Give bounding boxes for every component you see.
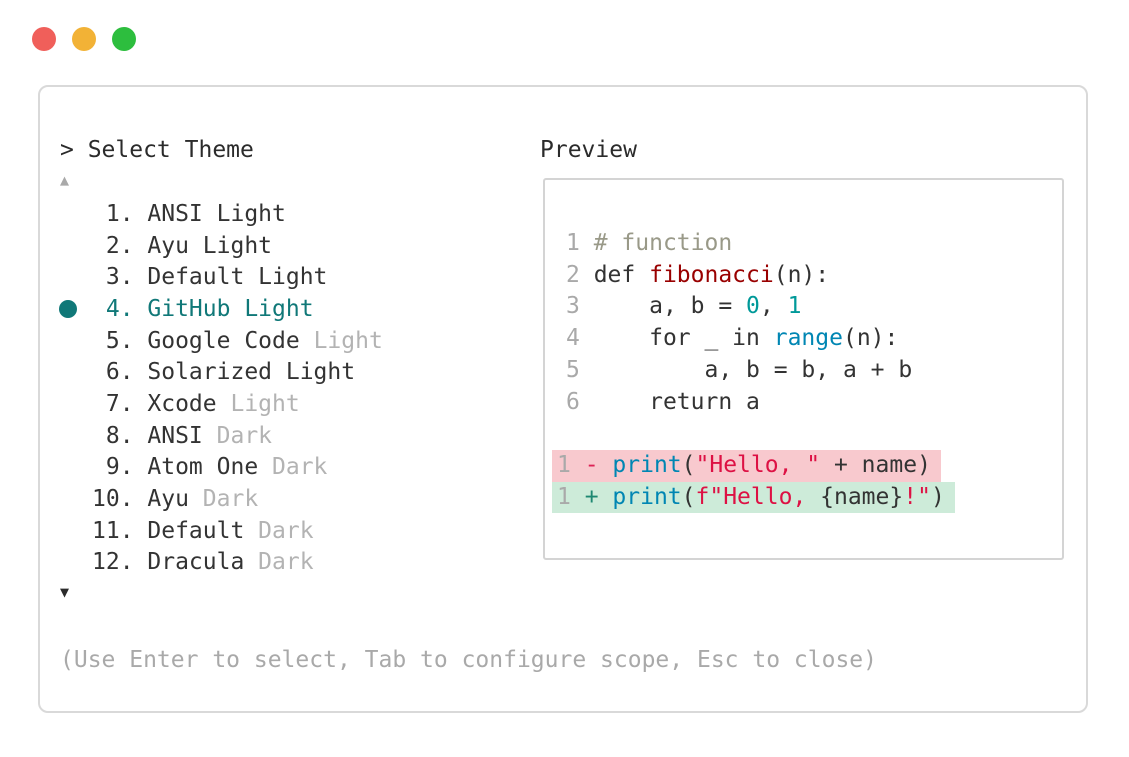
- theme-item-name: Default: [147, 517, 245, 544]
- diff-line-add: 1 + print(f"Hello, {name}!"): [552, 481, 955, 514]
- theme-item-suffix: Dark: [258, 454, 328, 481]
- line-number: 1: [557, 483, 585, 510]
- code-token: 1: [787, 293, 802, 320]
- theme-item-name: Default Light: [147, 264, 328, 291]
- theme-list: 1. ANSI Light 2. Ayu Light 3. Default Li…: [40, 198, 556, 578]
- line-number: 6: [566, 388, 594, 415]
- code-token: ,: [759, 293, 788, 320]
- theme-item-name: ANSI: [147, 422, 203, 449]
- theme-item-number: 4.: [92, 295, 148, 322]
- code-token: 0: [746, 293, 760, 320]
- theme-item-suffix: Dark: [244, 549, 314, 576]
- scroll-up-icon[interactable]: ▲: [60, 171, 70, 189]
- line-number: 5: [566, 356, 594, 383]
- code-token: a, b = b, a + b: [593, 356, 913, 383]
- theme-item-number: 5.: [92, 327, 148, 354]
- theme-list-item[interactable]: 5. Google Code Light: [40, 325, 556, 357]
- diff-line-del: 1 - print("Hello, " + name): [552, 449, 941, 482]
- theme-item-name: Dracula: [147, 549, 245, 576]
- theme-item-name: Atom One: [147, 454, 259, 481]
- theme-item-name: Ayu Light: [147, 232, 273, 259]
- theme-item-suffix: Dark: [244, 517, 314, 544]
- theme-item-number: 10.: [92, 486, 148, 513]
- theme-list-item[interactable]: 2. Ayu Light: [40, 230, 556, 262]
- code-line: 5 a, b = b, a + b: [566, 355, 955, 387]
- theme-item-name: Xcode: [147, 390, 217, 417]
- theme-list-item[interactable]: 10. Ayu Dark: [40, 483, 556, 515]
- preview-label: Preview: [540, 137, 637, 163]
- theme-list-item[interactable]: 3. Default Light: [40, 261, 556, 293]
- code-token: {name}: [820, 483, 904, 510]
- theme-item-number: 8.: [92, 422, 148, 449]
- theme-item-suffix: Light: [216, 390, 300, 417]
- line-number: 4: [566, 325, 594, 352]
- code-token: return a: [593, 388, 760, 415]
- window-controls: [32, 27, 136, 51]
- theme-list-item[interactable]: 7. Xcode Light: [40, 388, 556, 420]
- code-token: (n):: [842, 325, 899, 352]
- theme-item-number: 9.: [92, 454, 148, 481]
- line-number: 3: [566, 293, 594, 320]
- scroll-down-icon[interactable]: ▼: [60, 583, 70, 601]
- code-line: 6 return a: [566, 387, 955, 419]
- diff-sign-icon: -: [584, 451, 613, 478]
- theme-list-item[interactable]: 9. Atom One Dark: [40, 452, 556, 484]
- minimize-button[interactable]: [72, 27, 96, 51]
- theme-list-item[interactable]: 4. GitHub Light: [40, 293, 556, 325]
- theme-item-number: 3.: [92, 264, 148, 291]
- line-number: 1: [557, 451, 585, 478]
- theme-item-name: Google Code: [147, 327, 300, 354]
- line-number: 1: [566, 230, 594, 256]
- theme-item-name: GitHub Light: [147, 295, 314, 322]
- theme-item-number: 1.: [92, 200, 148, 227]
- theme-list-item[interactable]: 1. ANSI Light: [40, 198, 556, 230]
- line-number: 2: [566, 261, 594, 288]
- theme-item-number: 12.: [92, 549, 148, 576]
- code-token: print: [612, 483, 682, 510]
- code-token: print: [612, 451, 682, 478]
- theme-item-suffix: Dark: [202, 422, 273, 449]
- theme-item-name: Ayu: [147, 486, 189, 513]
- theme-list-item[interactable]: 6. Solarized Light: [40, 356, 556, 388]
- diff-sign-icon: +: [584, 483, 613, 510]
- code-line: 1 # function: [566, 228, 955, 260]
- theme-item-suffix: Dark: [188, 486, 259, 513]
- select-theme-prompt: > Select Theme: [60, 137, 254, 163]
- blank-line: [566, 418, 955, 450]
- code-token: def: [593, 261, 650, 288]
- theme-item-name: ANSI Light: [147, 200, 286, 227]
- code-line: 4 for _ in range(n):: [566, 323, 955, 355]
- zoom-button[interactable]: [112, 27, 136, 51]
- theme-picker-dialog: > Select Theme ▲ 1. ANSI Light 2. Ayu Li…: [38, 85, 1088, 713]
- code-token: a, b =: [593, 293, 747, 320]
- code-token: f"Hello,: [695, 483, 821, 510]
- code-line: 3 a, b = 0, 1: [566, 291, 955, 323]
- theme-item-number: 2.: [92, 232, 148, 259]
- code-token: (n):: [773, 261, 830, 288]
- code-token: !": [903, 483, 931, 510]
- theme-item-name: Solarized Light: [147, 359, 356, 386]
- theme-item-number: 11.: [92, 517, 148, 544]
- theme-list-item[interactable]: 11. Default Dark: [40, 515, 556, 547]
- code-line: 2 def fibonacci(n):: [566, 260, 955, 292]
- code-token: (: [681, 451, 696, 478]
- theme-item-number: 7.: [92, 390, 148, 417]
- code-token: ): [930, 483, 945, 510]
- theme-list-item[interactable]: 8. ANSI Dark: [40, 420, 556, 452]
- selected-bullet-icon: [59, 299, 77, 318]
- close-button[interactable]: [32, 27, 56, 51]
- code-token: (: [681, 483, 696, 510]
- theme-item-number: 6.: [92, 359, 148, 386]
- code-token: + name): [820, 451, 931, 478]
- code-token: range: [773, 325, 843, 352]
- code-token: "Hello, ": [695, 451, 821, 478]
- footer-hint: (Use Enter to select, Tab to configure s…: [60, 647, 877, 673]
- theme-list-item[interactable]: 12. Dracula Dark: [40, 547, 556, 579]
- code-token: # function: [593, 230, 733, 256]
- code-token: for _ in: [593, 325, 774, 352]
- theme-item-suffix: Light: [299, 327, 383, 354]
- code-token: fibonacci: [649, 261, 774, 288]
